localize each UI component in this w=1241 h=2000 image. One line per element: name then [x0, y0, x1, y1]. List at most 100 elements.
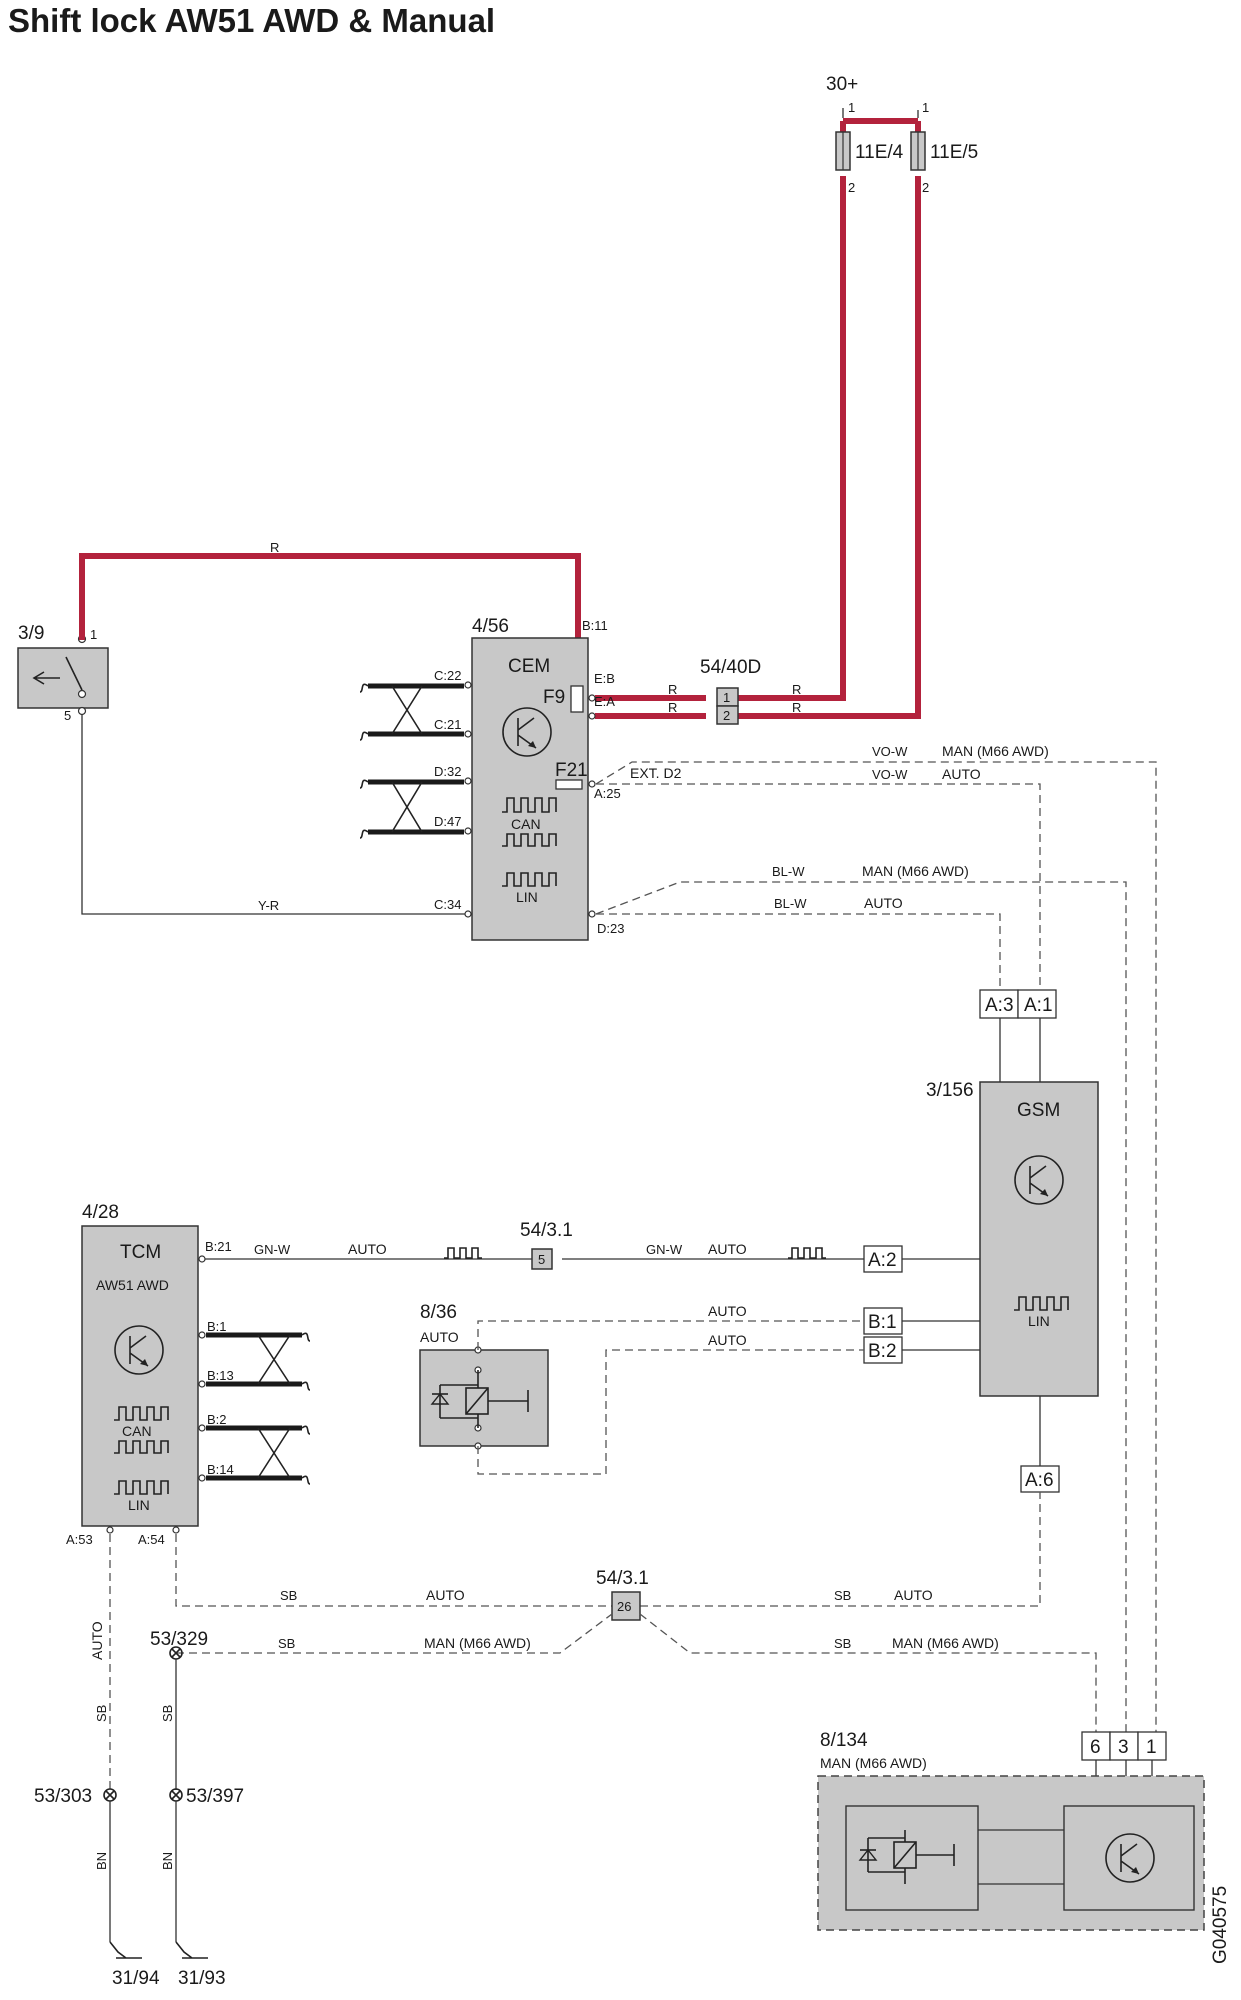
wire-label-sb-4: SB	[834, 1636, 851, 1651]
cem-pin-ea: E:A	[594, 694, 615, 709]
ground-point-53-303-icon	[103, 1788, 117, 1802]
tcm-lin-icon: LIN	[114, 1480, 169, 1513]
cem-pin-d23: D:23	[597, 921, 624, 936]
drawing-id: G040575	[1210, 1886, 1231, 1964]
tcm-can-icon: CAN	[114, 1406, 169, 1454]
module-8-134-pin3	[1109, 1731, 1139, 1761]
wire-label-auto-3: AUTO	[348, 1241, 387, 1257]
gsm-a2-text: A:2	[868, 1250, 897, 1271]
module-pin6-text: 6	[1090, 1737, 1101, 1758]
connector-54-40d-label: 54/40D	[700, 657, 761, 678]
switch-arrow-icon	[32, 671, 60, 685]
wire-a25-auto	[596, 783, 1041, 998]
gsm-left-wires	[902, 1258, 980, 1351]
wire-label-yr: Y-R	[258, 898, 279, 913]
tcm-id-label: 4/28	[82, 1202, 119, 1223]
cem-f21-label: F21	[555, 760, 588, 781]
cem-lin-icon: LIN	[502, 872, 557, 905]
gsm-name: GSM	[1017, 1100, 1060, 1121]
wire-splice-to-gsm-a6	[640, 1492, 1041, 1607]
wire-label-auto-5: AUTO	[708, 1303, 747, 1319]
wire-label-auto-7: AUTO	[426, 1587, 465, 1603]
power-label: 30+	[826, 74, 858, 95]
fuse-a-pin1: 1	[848, 100, 855, 115]
diagram-title: Shift lock AW51 AWD & Manual	[8, 2, 495, 39]
wire-solenoid-b2	[477, 1349, 864, 1475]
cem-pin-c22: C:22	[434, 668, 461, 683]
cem-f21-fuse	[555, 779, 583, 790]
solenoid-8-36-label: 8/36	[420, 1302, 457, 1323]
wire-label-sb-3: SB	[278, 1636, 295, 1651]
splice-5-box	[531, 1248, 553, 1270]
cem-lin-text: LIN	[516, 889, 538, 905]
wire-label-man-4: MAN (M66 AWD)	[892, 1635, 999, 1651]
wire-label-r4: R	[668, 700, 677, 715]
wire-label-gnw-2: GN-W	[646, 1242, 683, 1257]
cem-pin-c21: C:21	[434, 717, 461, 732]
wire-label-auto-vertical: AUTO	[89, 1621, 105, 1660]
switch-3-9-label: 3/9	[18, 623, 44, 644]
ground-53-303-label: 53/303	[34, 1786, 92, 1807]
wire-label-r1: R	[792, 682, 801, 697]
cem-transistor-icon	[502, 707, 552, 757]
wire-label-auto-1: AUTO	[942, 766, 981, 782]
tcm-module	[81, 1225, 199, 1527]
gsm-module	[979, 1081, 1099, 1397]
connector-pin1-text: 1	[723, 690, 730, 705]
tcm-pin-a54: A:54	[138, 1532, 165, 1547]
ground-31-93-label: 31/93	[178, 1968, 226, 1989]
gsm-b2-text: B:2	[868, 1341, 897, 1362]
cem-pin-d32: D:32	[434, 764, 461, 779]
splice-26-box	[611, 1591, 641, 1621]
fuse-b-pin2: 2	[922, 180, 929, 195]
wire-label-man-3: MAN (M66 AWD)	[424, 1635, 531, 1651]
cem-f9-label: F9	[543, 687, 565, 708]
tcm-pin-b13: B:13	[207, 1368, 234, 1383]
wire-label-sb-vertical-2: SB	[160, 1705, 175, 1722]
cem-pin-eb: E:B	[594, 671, 615, 686]
gsm-lin-text: LIN	[1028, 1313, 1050, 1329]
wire-label-r-top: R	[270, 540, 279, 555]
power-stub	[842, 108, 919, 118]
gsm-pin-a1	[1017, 989, 1057, 1019]
gsm-pin-b2	[863, 1336, 903, 1364]
splice-26-label: 54/3.1	[596, 1568, 649, 1589]
wire-label-vow-2: VO-W	[872, 767, 908, 782]
cem-can-icon: CAN	[502, 797, 557, 847]
tcm-subtitle: AW51 AWD	[96, 1277, 169, 1293]
cem-pin-c34: C:34	[434, 897, 461, 912]
cem-pin-a25: A:25	[594, 786, 621, 801]
module-pin3-text: 3	[1118, 1737, 1129, 1758]
wire-label-blw-1: BL-W	[772, 864, 805, 879]
ground-53-397-label: 53/397	[186, 1786, 244, 1807]
module-8-134-solenoid	[845, 1805, 979, 1911]
wire-d23-man	[595, 881, 1127, 1744]
wire-solenoid-b1	[477, 1320, 864, 1350]
solenoid-coil-icon	[430, 1370, 529, 1428]
module-pin1-text: 1	[1146, 1737, 1157, 1758]
cem-name: CEM	[508, 656, 550, 677]
connector-54-40d-pin2	[716, 705, 739, 725]
switch-3-9-box	[17, 647, 109, 709]
wire-switch-to-cem-c34	[81, 714, 472, 915]
wire-label-gnw-1: GN-W	[254, 1242, 291, 1257]
wire-fuse-a-to-connector	[738, 176, 846, 701]
cem-f9-fuse	[570, 685, 584, 713]
wire-label-man-2: MAN (M66 AWD)	[862, 863, 969, 879]
fuse-11e4-label: 11E/4	[855, 142, 904, 163]
tcm-name: TCM	[120, 1242, 161, 1263]
gsm-lin-icon: LIN	[1014, 1296, 1069, 1329]
tcm-lin-text: LIN	[128, 1497, 150, 1513]
fuse-11e5-label: 11E/5	[930, 142, 978, 163]
wire-label-vow-1: VO-W	[872, 744, 908, 759]
wire-label-auto-8: AUTO	[894, 1587, 933, 1603]
gsm-a6-text: A:6	[1025, 1470, 1054, 1491]
wire-label-auto-2: AUTO	[864, 895, 903, 911]
switch-pin1: 1	[90, 627, 97, 642]
tcm-pin-b1: B:1	[207, 1319, 227, 1334]
fuse-b-pin1: 1	[922, 100, 929, 115]
wire-label-sb-1: SB	[280, 1588, 297, 1603]
gsm-a-wires	[999, 1018, 1041, 1082]
wire-d23-auto	[596, 913, 1001, 998]
wire-label-sb-vertical-1: SB	[94, 1705, 109, 1722]
